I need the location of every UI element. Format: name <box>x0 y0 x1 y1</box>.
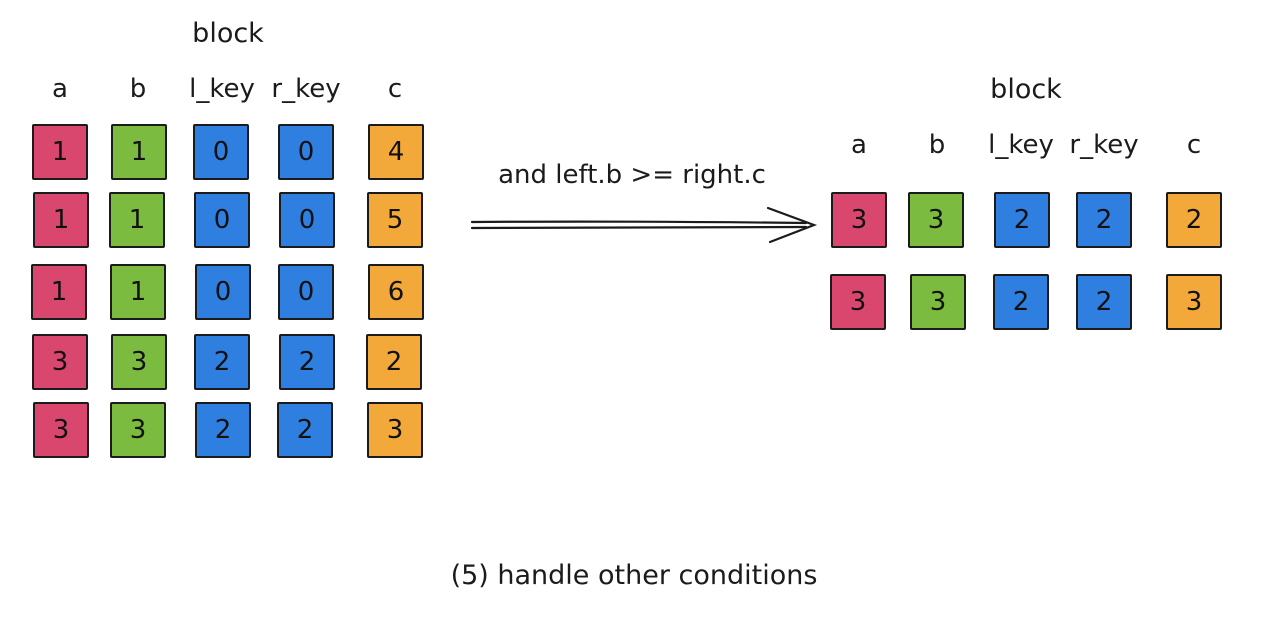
left-cell-l-key: 2 <box>195 402 251 458</box>
left-cell-r-key: 2 <box>277 402 333 458</box>
left-header-l-key: l_key <box>189 74 255 104</box>
left-cell-l-key: 0 <box>193 124 249 180</box>
left-cell-l-key: 2 <box>194 334 250 390</box>
left-cell-a: 1 <box>32 124 88 180</box>
right-cell-r-key: 2 <box>1076 274 1132 330</box>
right-block-title: block <box>990 74 1062 105</box>
right-header-b: b <box>928 130 946 160</box>
left-header-a: a <box>52 74 68 104</box>
right-cell-l-key: 2 <box>994 192 1050 248</box>
left-cell-b: 1 <box>110 264 166 320</box>
right-header-c: c <box>1186 130 1202 160</box>
right-cell-b: 3 <box>908 192 964 248</box>
left-header-c: c <box>387 74 403 104</box>
left-cell-a: 3 <box>32 334 88 390</box>
right-arrow-icon <box>470 206 818 244</box>
right-cell-r-key: 2 <box>1076 192 1132 248</box>
right-cell-a: 3 <box>831 192 887 248</box>
right-header-a: a <box>851 130 867 160</box>
right-cell-l-key: 2 <box>993 274 1049 330</box>
left-cell-c: 5 <box>367 192 423 248</box>
left-cell-r-key: 2 <box>279 334 335 390</box>
left-cell-b: 1 <box>111 124 167 180</box>
left-cell-c: 3 <box>367 402 423 458</box>
left-cell-c: 4 <box>368 124 424 180</box>
left-cell-b: 3 <box>111 334 167 390</box>
right-header-r-key: r_key <box>1069 130 1139 160</box>
left-cell-l-key: 0 <box>195 264 251 320</box>
right-cell-c: 3 <box>1166 274 1222 330</box>
left-cell-a: 1 <box>33 192 89 248</box>
left-cell-r-key: 0 <box>278 124 334 180</box>
left-cell-a: 1 <box>31 264 87 320</box>
left-cell-b: 3 <box>110 402 166 458</box>
left-cell-c: 2 <box>366 334 422 390</box>
left-cell-r-key: 0 <box>278 264 334 320</box>
right-header-l-key: l_key <box>988 130 1054 160</box>
figure-caption: (5) handle other conditions <box>450 560 818 591</box>
arrow-label: and left.b >= right.c <box>498 160 766 190</box>
left-cell-a: 3 <box>33 402 89 458</box>
left-header-r-key: r_key <box>271 74 341 104</box>
left-header-b: b <box>129 74 147 104</box>
right-cell-c: 2 <box>1166 192 1222 248</box>
left-block-title: block <box>192 18 264 49</box>
left-cell-c: 6 <box>368 264 424 320</box>
left-cell-r-key: 0 <box>279 192 335 248</box>
right-cell-a: 3 <box>830 274 886 330</box>
left-cell-b: 1 <box>109 192 165 248</box>
right-cell-b: 3 <box>910 274 966 330</box>
left-cell-l-key: 0 <box>194 192 250 248</box>
